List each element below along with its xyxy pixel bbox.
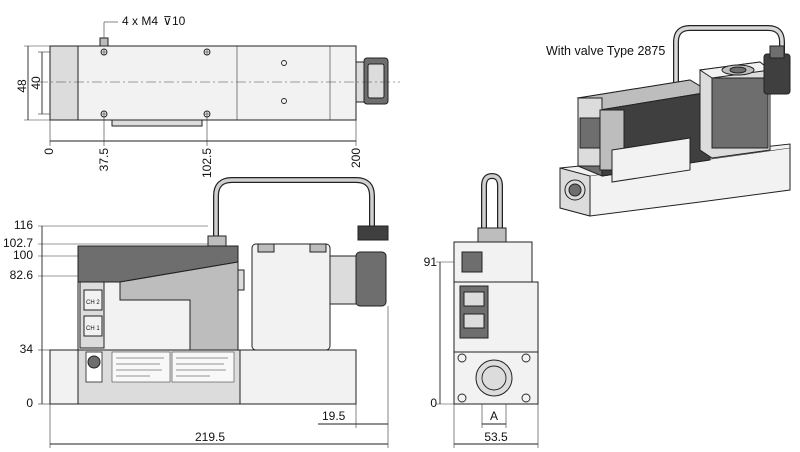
port-a [475, 359, 513, 397]
height-40-label: 40 [29, 76, 43, 90]
y-tick-102-7: 102.7 [3, 236, 33, 250]
valve-body-front [251, 243, 331, 351]
channel-2-label: CH 2 [86, 300, 100, 306]
port-a-label: A [490, 409, 498, 423]
front-view: CH 2 CH 1 116 102.7 100 82.6 34 0 19.5 2… [3, 177, 389, 448]
x-tick-0: 0 [42, 148, 56, 155]
side-y-tick-0: 0 [430, 396, 437, 410]
screw-callout-label: 4 x M4 [122, 14, 158, 28]
side-width-label: 53.5 [484, 430, 508, 444]
type-label-left [111, 351, 171, 383]
screw-depth-label: 10 [172, 14, 186, 28]
y-tick-0: 0 [26, 396, 33, 410]
y-tick-100: 100 [13, 248, 33, 262]
total-length-label: 219.5 [195, 430, 225, 444]
type-label-right [171, 351, 235, 383]
side-y-tick-91: 91 [424, 255, 438, 269]
top-view-body [49, 45, 357, 121]
x-tick-200: 200 [349, 148, 363, 168]
top-view: 48 40 4 x M4 ⊽ 10 0 37.5 102.5 200 [15, 14, 400, 178]
valve-connector-front [357, 225, 389, 241]
y-tick-82-6: 82.6 [10, 268, 34, 282]
valve-connector-3d [763, 53, 791, 95]
height-48-label: 48 [15, 79, 29, 93]
y-tick-34: 34 [20, 342, 34, 356]
mounting-slot [111, 119, 203, 127]
x-tick-37-5: 37.5 [97, 148, 111, 172]
screw-holes [100, 48, 211, 118]
x-tick-102-5: 102.5 [200, 148, 214, 178]
depth-symbol: ⊽ [163, 14, 172, 28]
isometric-view [559, 25, 791, 217]
offset-19-5-label: 19.5 [322, 409, 346, 423]
channel-1-label: CH 1 [86, 326, 100, 332]
y-tick-116: 116 [14, 218, 33, 232]
side-view: 91 0 A 53.5 [424, 172, 539, 448]
valve-caption: With valve Type 2875 [546, 44, 665, 58]
